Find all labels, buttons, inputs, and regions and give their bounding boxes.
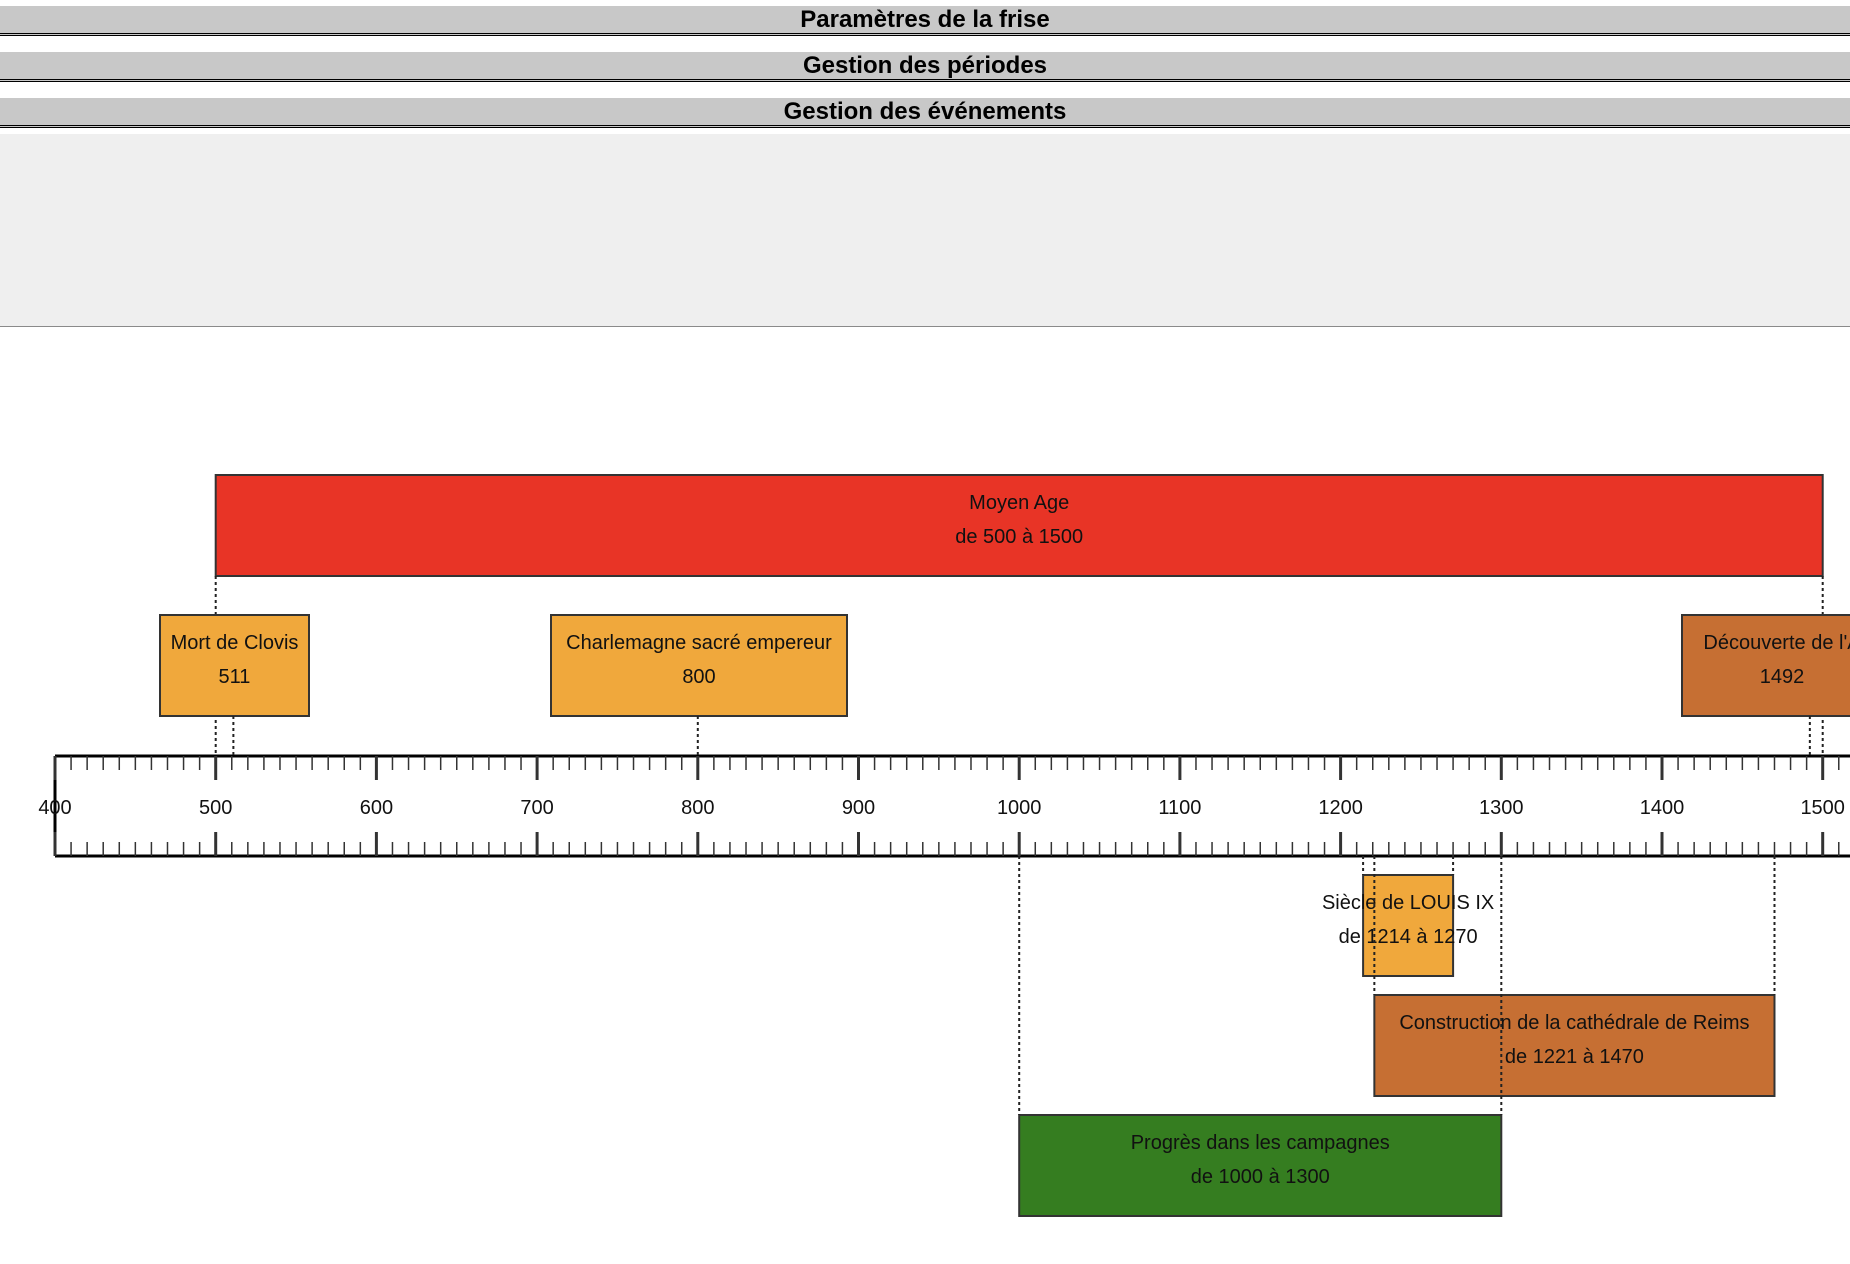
accordion-header-evenements[interactable]: Gestion des événements — [0, 98, 1850, 128]
period-bar-moyen-age[interactable] — [214, 474, 1824, 577]
tick-label: 1200 — [1318, 797, 1363, 819]
period-subtitle: de 1214 à 1270 — [1339, 926, 1478, 948]
tick-label: 1100 — [1158, 797, 1201, 819]
accordion-header-parametres[interactable]: Paramètres de la frise — [0, 6, 1850, 36]
accordion-header-periodes[interactable]: Gestion des périodes — [0, 52, 1850, 82]
event-date: 511 — [219, 666, 251, 688]
tick-label: 600 — [360, 797, 393, 819]
tick-label: 800 — [681, 797, 714, 819]
period-subtitle: de 1221 à 1470 — [1505, 1046, 1644, 1068]
event-title: Charlemagne sacré empereur — [566, 632, 832, 654]
tick-label: 1000 — [997, 797, 1042, 819]
tick-label: 700 — [520, 797, 553, 819]
period-bar[interactable] — [1373, 994, 1776, 1097]
period-bar[interactable] — [1018, 1114, 1503, 1217]
event-box[interactable] — [1681, 614, 1850, 717]
period-subtitle: de 1000 à 1300 — [1191, 1166, 1330, 1188]
accordion-panel — [0, 134, 1850, 327]
tick-label: 900 — [842, 797, 875, 819]
tick-label: 1300 — [1479, 797, 1524, 819]
tick-label: 1400 — [1640, 797, 1685, 819]
period-title: Siècle de LOUIS IX — [1322, 892, 1494, 914]
tick-label: 400 — [38, 797, 71, 819]
event-box[interactable] — [550, 614, 848, 717]
event-title: Mort de Clovis — [171, 632, 299, 654]
period-title: Moyen Age — [969, 492, 1069, 514]
event-date: 1492 — [1760, 666, 1805, 688]
period-bar[interactable] — [1362, 874, 1455, 977]
period-title: Progrès dans les campagnes — [1131, 1132, 1390, 1154]
period-title: Construction de la cathédrale de Reims — [1399, 1012, 1749, 1034]
period-subtitle: de 500 à 1500 — [955, 526, 1083, 548]
tick-label: 500 — [199, 797, 232, 819]
event-date: 800 — [682, 666, 715, 688]
event-box[interactable] — [159, 614, 310, 717]
event-title: Découverte de l'A — [1703, 632, 1850, 654]
tick-label: 1500 — [1800, 797, 1845, 819]
